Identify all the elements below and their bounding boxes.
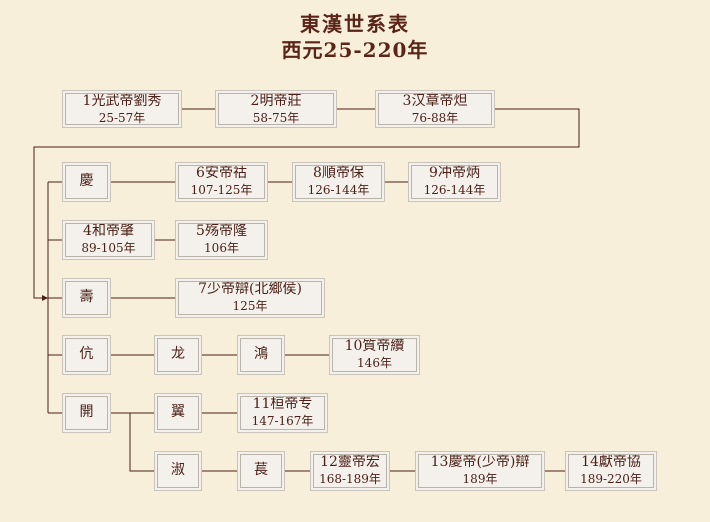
connector: [33, 108, 580, 299]
node-zhi: 10質帝纘 146年: [329, 335, 420, 375]
node-name: 伉: [79, 346, 94, 362]
node-name: 4和帝肇: [83, 223, 134, 239]
node-name: 6安帝祜: [196, 165, 247, 181]
node-name: 萇: [254, 462, 268, 478]
node-name: 10質帝纘: [344, 338, 405, 354]
node-name: 3汉章帝炟: [402, 93, 468, 109]
node-chong: 9冲帝炳 126-144年: [408, 162, 501, 202]
node-years: 125年: [232, 299, 268, 313]
node-shaobian: 13慶帝(少帝)辯 189年: [415, 451, 545, 491]
node-years: 146年: [357, 356, 392, 370]
node-years: 106年: [204, 241, 239, 255]
node-guangwu: 1光武帝劉秀 25-57年: [62, 90, 182, 128]
node-shou: 壽: [62, 278, 111, 318]
node-name: 龙: [171, 346, 185, 362]
diagram-title: 東漢世系表: [300, 12, 410, 36]
node-ming: 2明帝莊 58-75年: [215, 90, 337, 128]
node-years: 189年: [462, 472, 498, 486]
node-shao: 7少帝辯(北鄉侯) 125年: [175, 278, 325, 318]
node-huan: 11桓帝专 147-167年: [237, 393, 328, 433]
node-years: 76-88年: [411, 111, 459, 125]
diagram-subtitle: 西元25-220年: [281, 38, 429, 62]
connector: [129, 413, 154, 472]
node-shang: 5殇帝隆 106年: [175, 220, 268, 260]
node-xian: 14獻帝協 189-220年: [565, 451, 657, 491]
node-chang: 萇: [237, 451, 285, 491]
node-he: 4和帝肇 89-105年: [62, 220, 155, 260]
node-name: 壽: [79, 289, 94, 305]
node-name: 開: [79, 404, 94, 420]
node-an: 6安帝祜 107-125年: [175, 162, 268, 202]
node-name: 鴻: [254, 346, 268, 362]
node-years: 168-189年: [319, 472, 381, 486]
node-years: 147-167年: [251, 414, 314, 428]
node-shu: 淑: [154, 451, 202, 491]
node-kang: 伉: [62, 335, 111, 375]
node-name: 12靈帝宏: [320, 454, 380, 470]
node-name: 14獻帝協: [581, 454, 641, 470]
node-years: 126-144年: [423, 183, 486, 197]
node-shun: 8順帝保 126-144年: [292, 162, 385, 202]
node-name: 1光武帝劉秀: [82, 93, 162, 109]
arrow-head: [42, 295, 48, 301]
node-zhang: 3汉章帝炟 76-88年: [375, 90, 495, 128]
node-years: 25-57年: [98, 111, 146, 125]
node-ling: 12靈帝宏 168-189年: [310, 451, 390, 491]
node-years: 107-125年: [190, 183, 253, 197]
node-name: 11桓帝专: [252, 396, 313, 412]
node-name: 慶: [79, 173, 94, 189]
node-name: 8順帝保: [313, 165, 364, 181]
node-years: 126-144年: [307, 183, 370, 197]
node-hong: 鴻: [237, 335, 285, 375]
node-years: 58-75年: [252, 111, 300, 125]
node-name: 2明帝莊: [250, 93, 302, 109]
node-name: 淑: [171, 462, 185, 478]
node-long: 龙: [154, 335, 202, 375]
node-kai: 開: [62, 393, 111, 433]
node-years: 89-105年: [81, 241, 136, 255]
node-name: 13慶帝(少帝)辯: [430, 454, 530, 470]
node-name: 翼: [171, 404, 185, 420]
node-yi: 翼: [154, 393, 202, 433]
node-name: 7少帝辯(北鄉侯): [198, 281, 302, 297]
node-qing: 慶: [62, 162, 111, 202]
node-name: 5殇帝隆: [196, 223, 247, 239]
node-years: 189-220年: [580, 472, 642, 486]
node-name: 9冲帝炳: [429, 165, 480, 181]
